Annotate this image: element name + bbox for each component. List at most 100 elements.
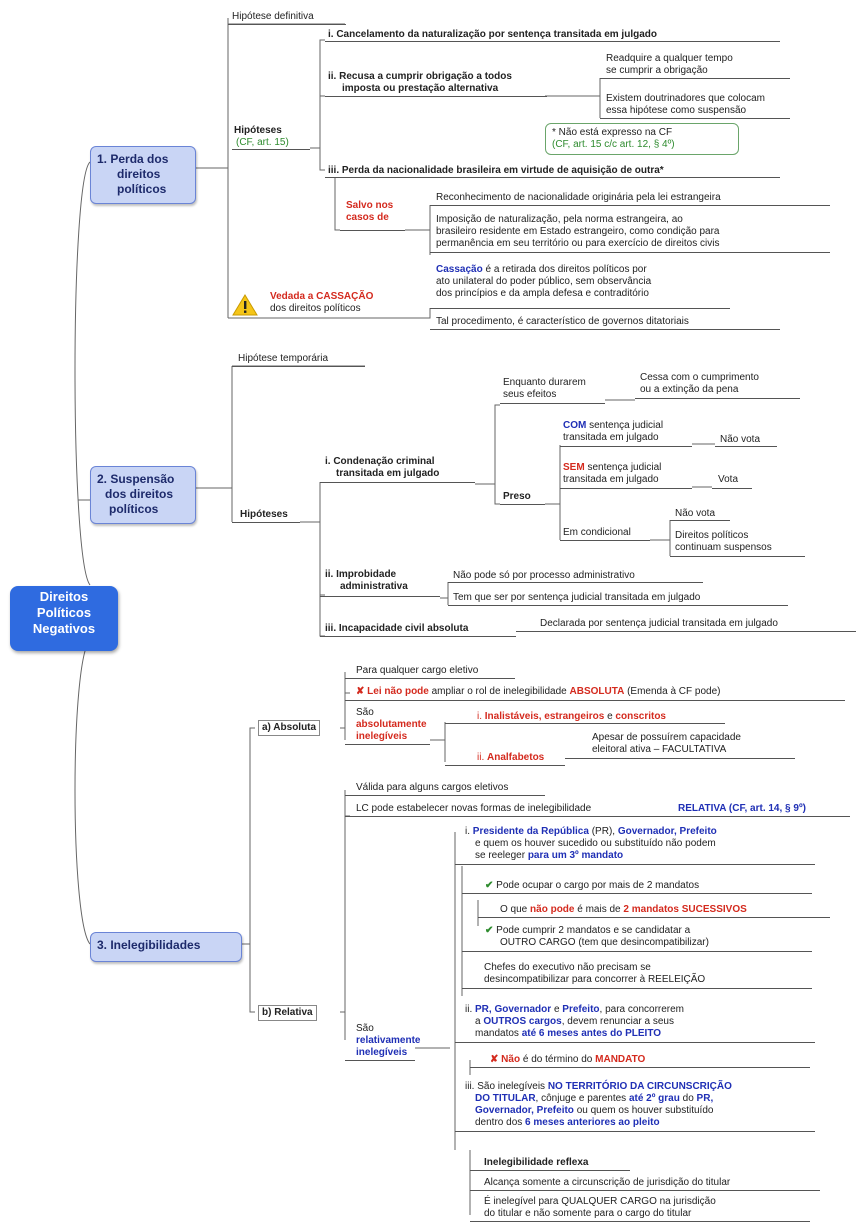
chefes-1: Chefes do executivo não precisam se <box>484 962 651 973</box>
iii-line-3: Governador, Prefeito ou quem os houver s… <box>475 1105 713 1117</box>
ii-concorrerem: , para concorrerem <box>599 1004 685 1015</box>
nota-line: * Não está expresso na CF <box>552 127 673 138</box>
suspensao-hipoteses: Hipóteses <box>240 509 288 520</box>
cross-icon: ✘ <box>490 1054 499 1065</box>
mandatos: mandatos <box>475 1028 519 1039</box>
perda-label: políticos <box>117 182 167 196</box>
enquanto-1: Enquanto durarem <box>503 377 586 388</box>
com-word: COM <box>563 420 587 431</box>
perda-ii-2: imposta ou prestação alternativa <box>342 83 499 94</box>
suspensao-label: dos direitos <box>105 487 174 501</box>
rel-1: relativamente <box>356 1035 421 1046</box>
ampliar: ampliar o rol de inelegibilidade <box>431 686 567 697</box>
cumprir-2: OUTRO CARGO (tem que desincompatibilizar… <box>500 937 709 948</box>
enquanto-2: seus efeitos <box>503 389 557 400</box>
perda-readquire-1: Readquire a qualquer tempo <box>606 53 733 64</box>
inalistaveis: Inalistáveis, estrangeiros <box>484 711 605 722</box>
oque-b: não pode <box>530 904 575 915</box>
gov-prefeito: Governador, Prefeito <box>475 1105 574 1116</box>
i-prefix: i. <box>477 711 482 722</box>
analfabetos: Analfabetos <box>487 752 545 763</box>
ii-line-1: ii. PR, Governador e Prefeito, para conc… <box>465 1004 684 1016</box>
oque-d: 2 mandatos SUCESSIVOS <box>623 904 747 915</box>
warning-icon <box>232 294 258 319</box>
perda-hipoteses: Hipóteses <box>234 125 282 136</box>
perda-node: 1. Perda dos direitos políticos <box>90 146 196 204</box>
dentro-dos: dentro dos <box>475 1117 523 1128</box>
root-line: Direitos <box>39 589 89 604</box>
incapacidade: iii. Incapacidade civil absoluta <box>325 623 469 634</box>
cessa-2: ou a extinção da pena <box>640 384 739 395</box>
perda-ii-1: ii. Recusa a cumprir obrigação a todos <box>328 71 512 82</box>
iii-line-2: DO TITULAR, cônjuge e parentes até 2º gr… <box>475 1093 713 1105</box>
suspensao-node: 2. Suspensão dos direitos políticos <box>90 466 196 524</box>
abs-1: absolutamente <box>356 719 427 730</box>
oque-a: O que <box>500 904 528 915</box>
root-node: Direitos Políticos Negativos <box>10 586 118 651</box>
preso: Preso <box>503 491 531 502</box>
ii-governador: , Governador <box>488 1004 552 1015</box>
ocupar: Pode ocupar o cargo por mais de 2 mandat… <box>496 880 700 891</box>
do-titular: DO TITULAR <box>475 1093 536 1104</box>
rel-2: inelegíveis <box>356 1047 408 1058</box>
imposicao-3: permanência em seu território ou para ex… <box>436 238 720 249</box>
vota: Vota <box>718 474 739 485</box>
nao-a: Não <box>501 1054 521 1065</box>
prefeito: Prefeito <box>679 826 717 837</box>
inalistaveis-line: i. Inalistáveis, estrangeiros e conscrit… <box>477 711 666 723</box>
perda-doutrina-1: Existem doutrinadores que colocam <box>606 93 765 104</box>
pr: (PR), <box>591 826 616 837</box>
apesar-2: eleitoral ativa – FACULTATIVA <box>592 744 727 755</box>
inelegibilidades-label: 3. Inelegibilidades <box>97 938 201 952</box>
sem-2: transitada em julgado <box>563 474 659 485</box>
cassacao-text: é a retirada dos direitos políticos por <box>485 264 647 275</box>
ate-2-grau: até 2º grau <box>628 1093 680 1104</box>
sem-word: SEM <box>563 462 585 473</box>
nao-vota: Não vota <box>720 434 761 445</box>
relativa-ref: RELATIVA (CF, art. 14, § 9º) <box>678 803 806 814</box>
oque-line: O que não pode é mais de 2 mandatos SUCE… <box>500 904 747 916</box>
iii-line-4: dentro dos 6 meses anteriores ao pleito <box>475 1117 660 1129</box>
e: e <box>607 711 613 722</box>
substituido: ou quem os houver substituído <box>576 1105 714 1116</box>
suspensao-label: 2. Suspensão <box>97 472 175 486</box>
ocupar-line: ✔ Pode ocupar o cargo por mais de 2 mand… <box>485 880 699 892</box>
cassacao-word: Cassação <box>436 264 483 275</box>
perda-iii: iii. Perda da nacionalidade brasileira e… <box>328 165 664 176</box>
para-qualquer: Para qualquer cargo eletivo <box>356 665 479 676</box>
cassacao-3: dos princípios e da ampla defesa e contr… <box>436 288 649 299</box>
perda-nota: * Não está expresso na CF (CF, art. 15 c… <box>545 123 739 155</box>
nao-b: é do término do <box>522 1054 593 1065</box>
perda-i: i. Cancelamento da naturalização por sen… <box>328 29 657 40</box>
ii-prefeito: Prefeito <box>562 1004 600 1015</box>
alcanca: Alcança somente a circunscrição de juris… <box>484 1177 731 1188</box>
perda-label: 1. Perda dos <box>97 152 169 166</box>
do: do <box>682 1093 694 1104</box>
root-line: Políticos <box>36 605 92 620</box>
seis-meses: 6 meses anteriores ao pleito <box>525 1117 660 1128</box>
ii-line-3: mandatos até 6 meses antes do PLEITO <box>475 1028 661 1040</box>
analfabetos-line: ii. Analfabetos <box>477 752 544 764</box>
salvo-2: casos de <box>346 212 389 223</box>
cumprir-1: Pode cumprir 2 mandatos e se candidatar … <box>496 925 691 936</box>
condenacao-1: i. Condenação criminal <box>325 456 435 467</box>
hipotese-temporaria: Hipótese temporária <box>238 353 329 364</box>
vedada-a: Vedada a <box>270 291 314 302</box>
inelegivel-2: do titular e não somente para o cargo do… <box>484 1208 692 1219</box>
lc-line: LC pode estabelecer novas formas de inel… <box>356 803 591 815</box>
tem-que: Tem que ser por sentença judicial transi… <box>453 592 701 603</box>
cumprir-line: ✔ Pode cumprir 2 mandatos e se candidata… <box>485 925 690 937</box>
lei-nao-pode: Lei não pode <box>367 686 429 697</box>
iii-1a: iii. São inelegíveis <box>465 1081 546 1092</box>
vedada-2: dos direitos políticos <box>270 303 361 314</box>
chefes-2: desincompatibilizar para concorrer à REE… <box>484 974 706 985</box>
com-1: COM sentença judicial <box>563 420 663 432</box>
nao-pode-adm: Não pode só por processo administrativo <box>453 570 635 581</box>
abs-2: inelegíveis <box>356 731 408 742</box>
com-2: transitada em julgado <box>563 432 659 443</box>
root-line: Negativos <box>32 621 96 636</box>
abs-sao: São <box>356 707 374 718</box>
sem-text: sentença judicial <box>587 462 662 473</box>
terceiro-mandato: para um 3º mandato <box>527 850 624 861</box>
nao-c: MANDATO <box>595 1054 646 1065</box>
